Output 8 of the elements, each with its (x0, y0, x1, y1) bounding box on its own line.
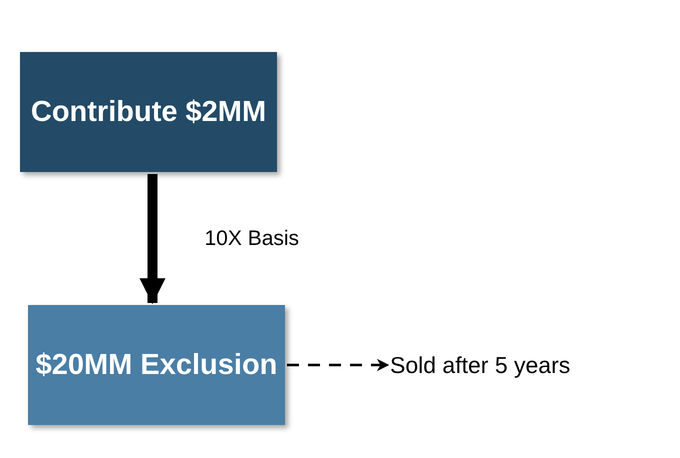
box-label: $20MM Exclusion (36, 348, 278, 382)
arrow (140, 174, 166, 304)
arrow (287, 358, 390, 372)
box-label: Contribute $2MM (30, 95, 266, 129)
process-box (20, 52, 277, 172)
edge-label: 10X Basis (204, 226, 300, 250)
note-text: Sold after 5 years (390, 348, 600, 382)
process-box (28, 305, 285, 425)
